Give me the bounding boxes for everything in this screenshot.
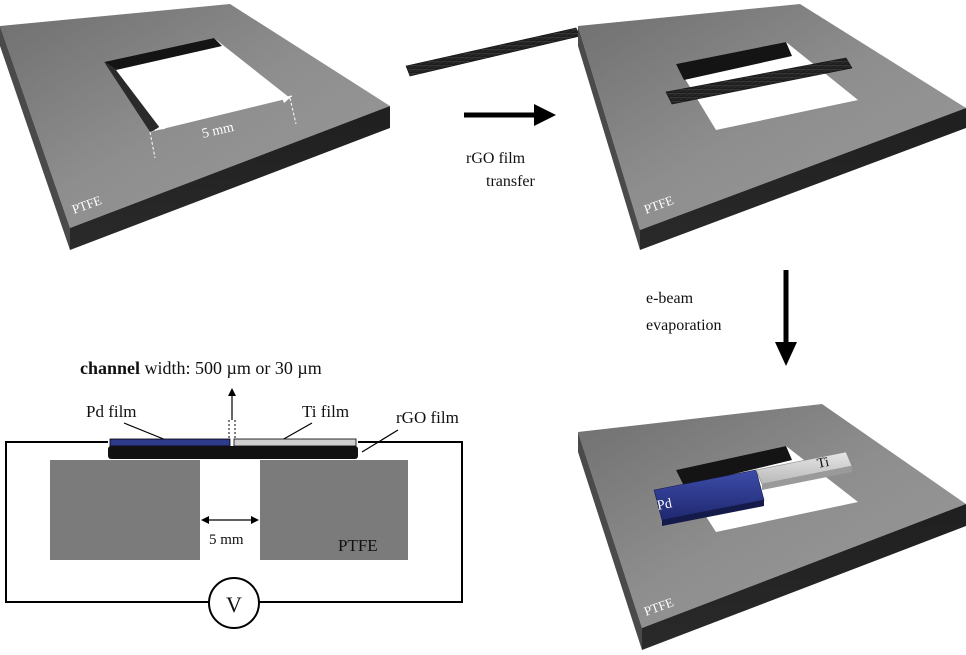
cross-section-schematic: channel width: 500 µm or 30 µm Pd film T… xyxy=(5,358,463,629)
ptfe-front-face xyxy=(0,26,70,250)
rgo-film-strip xyxy=(405,27,581,77)
ptfe-frame-panel-3: Pd Ti PTFE xyxy=(578,404,966,650)
ptfe-right-face xyxy=(640,108,966,250)
dimension-guide-right xyxy=(289,97,297,125)
pd-film xyxy=(109,438,231,447)
circuit-wire-left xyxy=(5,441,210,603)
pd-leader xyxy=(123,422,167,441)
dimension-label: 5 mm xyxy=(201,120,236,142)
ptfe-front-face xyxy=(578,432,642,650)
pd-contact-side xyxy=(662,500,764,526)
channel-width-label: channel width: 500 µm or 30 µm xyxy=(80,358,322,378)
rgo-film-label: rGO film xyxy=(396,408,459,427)
ptfe-block-right xyxy=(260,460,408,560)
channel-arrowhead xyxy=(228,388,236,396)
channel-word: channel xyxy=(80,358,140,378)
ti-film-label: Ti film xyxy=(302,402,349,421)
gap-arrowhead-left xyxy=(201,516,209,524)
rgo-film xyxy=(108,446,358,459)
window-inner-wall xyxy=(676,42,792,80)
window-inner-wall-left xyxy=(104,62,160,132)
step-arrow-evaporation xyxy=(775,270,797,366)
ptfe-right-face xyxy=(70,106,390,250)
step-arrow-transfer xyxy=(464,104,556,126)
dimension-arrow xyxy=(154,95,293,131)
ptfe-front-face xyxy=(578,26,640,250)
circuit-wire-right xyxy=(258,441,463,603)
ti-contact-side xyxy=(762,466,852,490)
ptfe-frame-panel-1: 5 mm PTFE xyxy=(0,4,390,250)
ti-leader xyxy=(281,422,313,441)
pd-label: Pd xyxy=(656,496,673,514)
dimension-guide-left xyxy=(149,131,156,159)
step-2-label-line2: evaporation xyxy=(646,317,722,334)
ptfe-block-left xyxy=(50,460,200,560)
ptfe-frame-panel-2: PTFE xyxy=(578,4,966,250)
window-inner-wall xyxy=(676,446,792,486)
window-inner-wall xyxy=(104,38,222,70)
step-1-label-line1: rGO film xyxy=(466,150,526,167)
pd-film-label: Pd film xyxy=(86,402,137,421)
gap-label: 5 mm xyxy=(209,532,244,548)
voltmeter-label: V xyxy=(226,592,242,617)
ti-film xyxy=(233,438,357,447)
step-1-label-line2: transfer xyxy=(486,173,536,190)
dimension-arrowhead-left xyxy=(155,124,165,130)
gap-arrowhead-right xyxy=(251,516,259,524)
ti-label: Ti xyxy=(816,455,831,472)
step-2-label-line1: e-beam xyxy=(646,290,694,307)
ptfe-block-label: PTFE xyxy=(338,536,378,555)
rgo-film-on-frame xyxy=(665,57,853,105)
channel-width-value: width: 500 µm or 30 µm xyxy=(140,358,322,378)
voltmeter xyxy=(208,577,260,629)
ptfe-right-face xyxy=(642,504,966,650)
dimension-arrowhead-right xyxy=(282,96,292,103)
